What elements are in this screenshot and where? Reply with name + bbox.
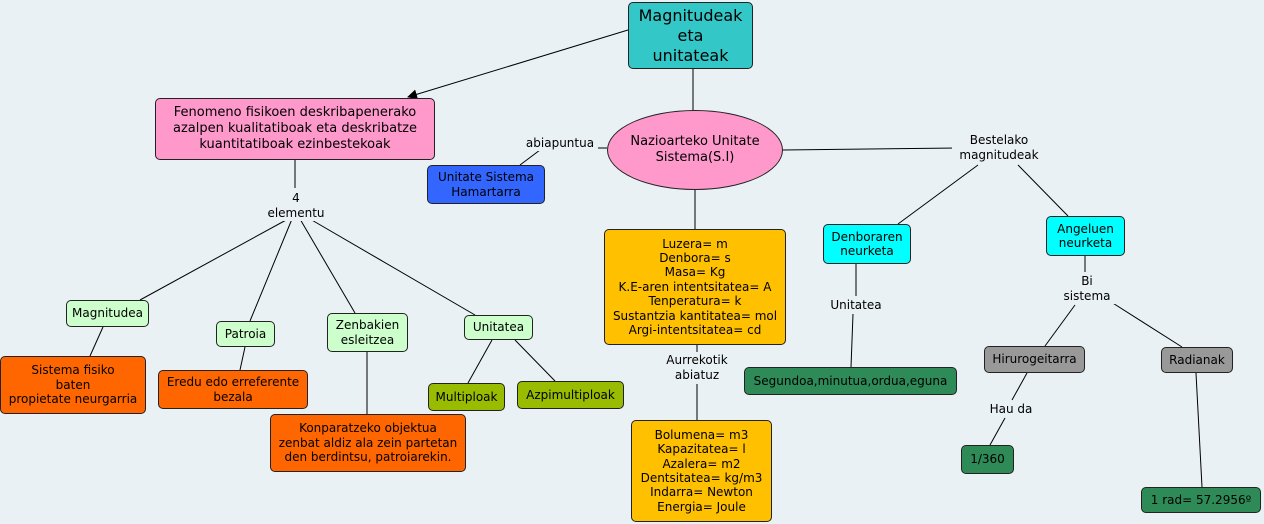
zenbakien-node[interactable]: Zenbakien esleitzea [327,313,408,352]
label-hau-da: Hau da [984,402,1038,417]
segundoa-node[interactable]: Segundoa,minutua,ordua,eguna [744,367,957,395]
link-patroia-eredu [239,346,246,371]
oinarrizkoak-node[interactable]: Luzera= m Denbora= s Masa= Kg K.E-aren i… [604,229,786,345]
link-unitatea-segundoa [850,313,854,368]
link-unitatea-azpimultiploak [514,339,556,382]
konparatzeko-node[interactable]: Konparatzeko objektua zenbat aldiz ala z… [270,414,466,472]
label-bi-sistema: Bi sistema [1058,274,1116,304]
link-radianak-rad [1195,372,1203,488]
fenomeno-node[interactable]: Fenomeno fisikoen deskribapenerako azalp… [155,98,435,160]
denboraren-node[interactable]: Denboraren neurketa [823,224,911,264]
label-abiapuntua: abiapuntua [524,136,596,151]
link-root-fenomeno [407,29,629,100]
link-si-bestelako [782,147,959,151]
multiploak-node[interactable]: Multiploak [428,383,505,411]
si-node[interactable]: Nazioarteko Unitate Sistema(S.I) [607,110,783,190]
eratorriak-node[interactable]: Bolumena= m3 Kapazitatea= l Azalera= m2 … [631,420,772,522]
label-bestelako: Bestelako magnitudeak [952,133,1046,163]
link-hirurogeitarra-haoda [1011,372,1028,401]
link-abiapuntua-hamartarra [519,149,541,166]
link-4-unitatea [309,218,476,316]
magnitudea-node[interactable]: Magnitudea [66,300,149,327]
link-bestelako-denboraren [897,164,979,225]
link-4-patroia [249,218,293,322]
hirurehun-node[interactable]: 1/360 [961,445,1014,474]
hirurogeitarra-node[interactable]: Hirurogeitarra [984,346,1085,373]
patroia-node[interactable]: Patroia [216,321,275,347]
hamartarra-node[interactable]: Unitate Sistema Hamartarra [427,165,545,204]
link-unitatea-multiploak [467,339,493,384]
link-magnitudea-sistema [89,326,104,357]
link-haoda-1360 [989,417,1006,446]
angeluen-node[interactable]: Angeluen neurketa [1046,216,1125,256]
azpimultiploak-node[interactable]: Azpimultiploak [517,381,624,409]
sistema-fisiko-node[interactable]: Sistema fisiko baten propietate neurgarr… [0,356,146,414]
rad-node[interactable]: 1 rad= 57.2956º [1141,487,1261,513]
link-bi-hirurogeitarra [1044,304,1076,347]
link-4-zenbakien [299,218,356,314]
radianak-node[interactable]: Radianak [1161,347,1233,373]
label-lau-elementu: 4 elementu [264,191,328,221]
eredu-node[interactable]: Eredu edo erreferente bezala [158,370,308,409]
label-unitatea-link: Unitatea [825,298,887,313]
link-4-magnitudea [139,218,289,301]
root-node[interactable]: Magnitudeak eta unitateak [628,2,753,69]
link-bi-radianak [1107,299,1183,348]
unitatea-node[interactable]: Unitatea [464,315,533,340]
link-bestelako-angeluen [1017,164,1069,217]
label-aurrekotik: Aurrekotik abiatuz [660,353,734,383]
